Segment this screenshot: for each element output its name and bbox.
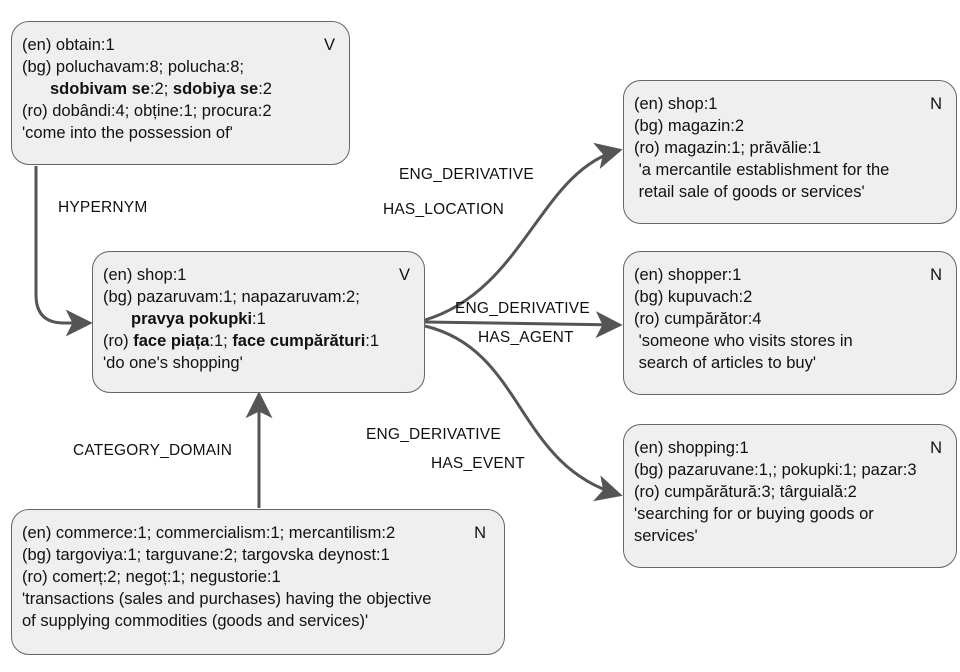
label-hypernym: HYPERNYM [58,199,148,216]
pos-tag: N [930,266,942,284]
bg-lemmas: (bg) pazaruvane:1,; pokupki:1; pazar:3 [634,461,917,479]
gloss-line-2: retail sale of goods or services' [634,183,865,201]
synset-shop-verb: V (en) shop:1 (bg) pazaruvam:1; napazaru… [92,251,425,393]
gloss-line-1: 'transactions (sales and purchases) havi… [22,590,432,608]
synset-shopping: N (en) shopping:1 (bg) pazaruvane:1,; po… [623,424,957,568]
synset-shopper: N (en) shopper:1 (bg) kupuvach:2 (ro) cu… [623,251,957,395]
en-lemmas: (en) shop:1 [103,266,187,284]
gloss: 'do one's shopping' [103,354,243,372]
ro-lemmas: (ro) cumpărător:4 [634,310,762,328]
ro-lemmas: (ro) face piața:1; face cumpărături:1 [103,332,380,350]
label-eng-derivative-3: ENG_DERIVATIVE [366,426,501,443]
bg-lemmas-cont: pravya pokupki:1 [131,310,266,328]
en-lemmas: (en) shop:1 [634,95,718,113]
gloss-line-2: services' [634,527,698,545]
bg-lemmas-cont: sdobivam se:2; sdobiya se:2 [50,80,272,98]
synset-obtain: V (en) obtain:1 (bg) poluchavam:8; poluc… [11,21,350,165]
label-has-event: HAS_EVENT [431,455,525,472]
en-lemmas: (en) commerce:1; commercialism:1; mercan… [22,524,396,542]
synset-commerce: N (en) commerce:1; commercialism:1; merc… [11,509,505,655]
label-category-domain: CATEGORY_DOMAIN [73,442,233,459]
pos-tag: V [323,36,335,54]
label-eng-derivative-2: ENG_DERIVATIVE [455,300,590,317]
ro-lemmas: (ro) comerț:2; negoț:1; negustorie:1 [22,568,281,586]
ro-lemmas: (ro) cumpărătură:3; târguială:2 [634,483,857,501]
edge-to-shopper [424,311,623,339]
gloss-line-1: 'searching for or buying goods or [634,505,874,523]
bg-lemmas: (bg) kupuvach:2 [634,288,753,306]
pos-tag: V [398,266,410,284]
pos-tag: N [930,95,942,113]
bg-lemmas: (bg) pazaruvam:1; napazaruvam:2; [103,288,360,306]
bg-lemmas: (bg) targoviya:1; targuvane:2; targovska… [22,546,390,564]
label-has-agent: HAS_AGENT [478,329,574,346]
ro-lemmas: (ro) dobândi:4; obține:1; procura:2 [22,102,272,120]
pos-tag: N [930,439,942,457]
gloss-line-2: search of articles to buy' [634,354,816,372]
label-eng-derivative-1: ENG_DERIVATIVE [399,166,534,183]
edge-hypernym [34,166,93,337]
synset-shop-noun: N (en) shop:1 (bg) magazin:2 (ro) magazi… [623,80,957,224]
gloss-line-2: of supplying commodities (goods and serv… [22,612,369,630]
ro-lemmas: (ro) magazin:1; prăvălie:1 [634,139,822,157]
en-lemmas: (en) shopper:1 [634,266,742,284]
edge-to-shop-noun [424,142,623,322]
pos-tag: N [474,524,486,542]
bg-lemmas: (bg) magazin:2 [634,117,745,135]
edge-to-shopping [424,324,623,502]
en-lemmas: (en) shopping:1 [634,439,749,457]
en-lemmas: (en) obtain:1 [22,36,115,54]
bg-lemmas: (bg) poluchavam:8; polucha:8; [22,58,244,76]
gloss-line-1: 'a mercantile establishment for the [634,161,890,179]
gloss: 'come into the possession of' [22,124,233,142]
label-has-location: HAS_LOCATION [383,201,504,218]
gloss-line-1: 'someone who visits stores in [634,332,853,350]
